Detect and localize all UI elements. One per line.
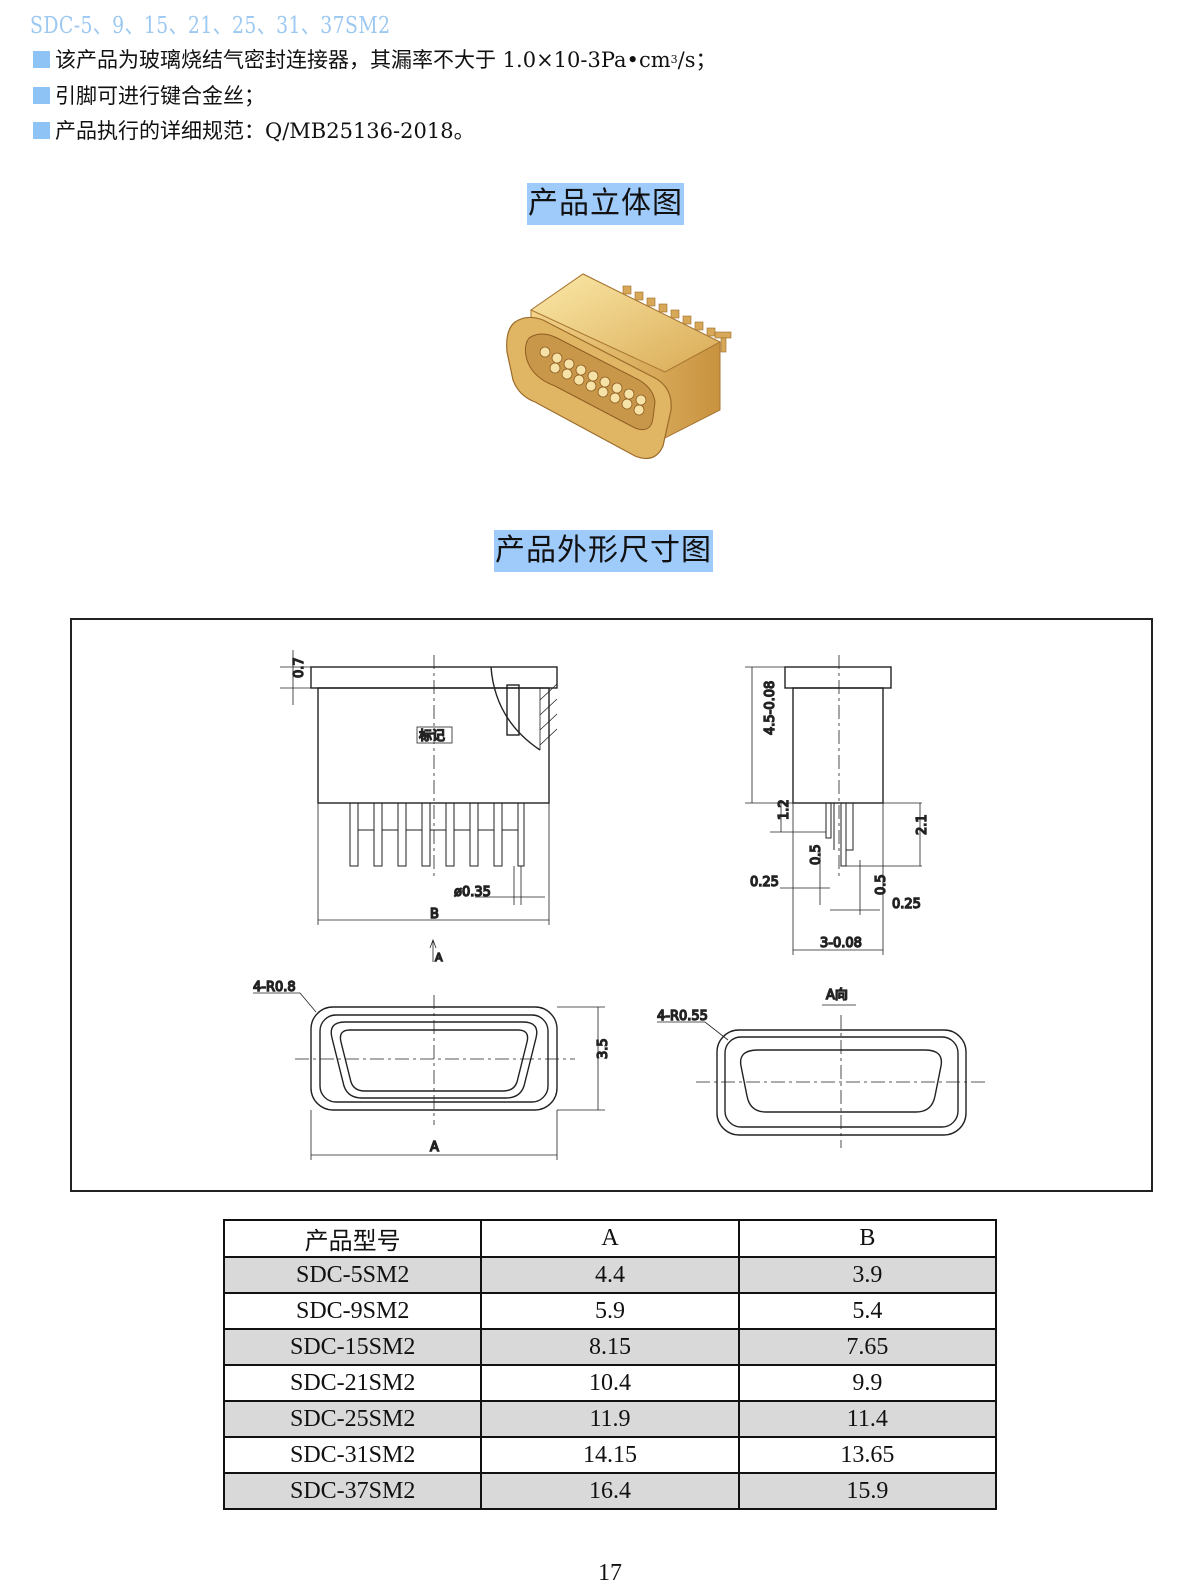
cell-model: SDC-31SM2	[222, 1436, 483, 1474]
a-direction-view	[657, 1004, 988, 1148]
cell-model: SDC-21SM2	[222, 1364, 483, 1402]
dim-0.7-label: 0.7	[292, 657, 307, 678]
pins-back	[622, 285, 732, 353]
bullet-square-icon	[33, 86, 50, 104]
radius-right-label: 4-R0.55	[657, 1009, 708, 1024]
dim-0.25-right-label: 0.25	[892, 897, 921, 912]
pins	[349, 803, 525, 867]
view-arrow-A-label: A	[435, 951, 443, 964]
cell-B: 5.4	[737, 1292, 998, 1330]
drawing-frame	[70, 618, 1153, 1192]
pin-sockets	[539, 346, 647, 416]
connector-3d-image	[506, 273, 732, 459]
cell-A: 4.4	[480, 1256, 740, 1294]
bullet-tail: /s；	[677, 48, 717, 72]
cell-B: 7.65	[737, 1328, 998, 1366]
cell-B: 13.65	[737, 1436, 998, 1474]
cell-model: SDC-37SM2	[222, 1472, 483, 1510]
dim-0.5-right-label: 0.5	[874, 874, 889, 895]
cell-A: 11.9	[480, 1400, 740, 1438]
header-B: B	[737, 1219, 998, 1258]
bullet-superscript: 3	[670, 52, 678, 66]
pin-diameter-label: ø0.35	[454, 885, 491, 900]
header-model: 产品型号	[222, 1219, 483, 1258]
cell-A: 10.4	[480, 1364, 740, 1402]
cell-A: 5.9	[480, 1292, 740, 1330]
view-A-label: A向	[826, 987, 848, 1003]
bottom-view	[253, 992, 605, 1160]
bullet-spec: 产品执行的详细规范：Q/MB25136-2018。	[33, 115, 475, 145]
dim-4.5-label: 4.5-0.08	[763, 681, 778, 735]
header-A: A	[480, 1219, 740, 1258]
cell-model: SDC-9SM2	[222, 1292, 483, 1330]
dim-A-label: A	[430, 1140, 439, 1155]
cell-B: 3.9	[737, 1256, 998, 1294]
dim-B-label: B	[430, 907, 439, 922]
bullet-text: 该产品为玻璃烧结气密封连接器，其漏率不大于 1.0×10-3Pa•cm	[55, 48, 671, 72]
cell-model: SDC-25SM2	[222, 1400, 483, 1438]
cell-B: 9.9	[737, 1364, 998, 1402]
dimension-drawing: 0.7 标记 ø0.35 B A 4.5-0.08 1.2 2.1 0.25 0…	[252, 650, 988, 1160]
table-header-row: 产品型号 A B	[222, 1219, 998, 1258]
bullet-text: 引脚可进行键合金丝；	[55, 84, 265, 108]
mark-label: 标记	[419, 729, 445, 744]
page-number: 17	[598, 1560, 622, 1586]
cell-B: 15.9	[737, 1472, 998, 1510]
dim-1.2-label: 1.2	[777, 799, 792, 820]
heading-3d-view: 产品立体图	[527, 183, 684, 225]
bullet-text: 产品执行的详细规范：Q/MB25136-2018。	[55, 119, 475, 143]
cell-B: 11.4	[737, 1400, 998, 1438]
dim-3.5-label: 3.5	[596, 1038, 611, 1059]
heading-dimension-drawing: 产品外形尺寸图	[494, 530, 713, 572]
document-title: SDC-5、9、15、21、25、31、37SM2	[30, 13, 391, 39]
bullet-square-icon	[33, 121, 50, 139]
cell-A: 14.15	[480, 1436, 740, 1474]
cell-model: SDC-5SM2	[222, 1256, 483, 1294]
cell-model: SDC-15SM2	[222, 1328, 483, 1366]
front-view	[280, 650, 558, 962]
dim-3-label: 3-0.08	[820, 936, 862, 951]
dim-0.25-left-label: 0.25	[750, 875, 779, 890]
bullet-bonding: 引脚可进行键合金丝；	[33, 80, 265, 110]
dim-0.5-left-label: 0.5	[809, 844, 824, 865]
cell-A: 16.4	[480, 1472, 740, 1510]
bullet-square-icon	[33, 50, 50, 68]
dim-2.1-label: 2.1	[915, 814, 930, 835]
radius-left-label: 4-R0.8	[253, 980, 296, 995]
side-view	[745, 655, 922, 955]
cell-A: 8.15	[480, 1328, 740, 1366]
